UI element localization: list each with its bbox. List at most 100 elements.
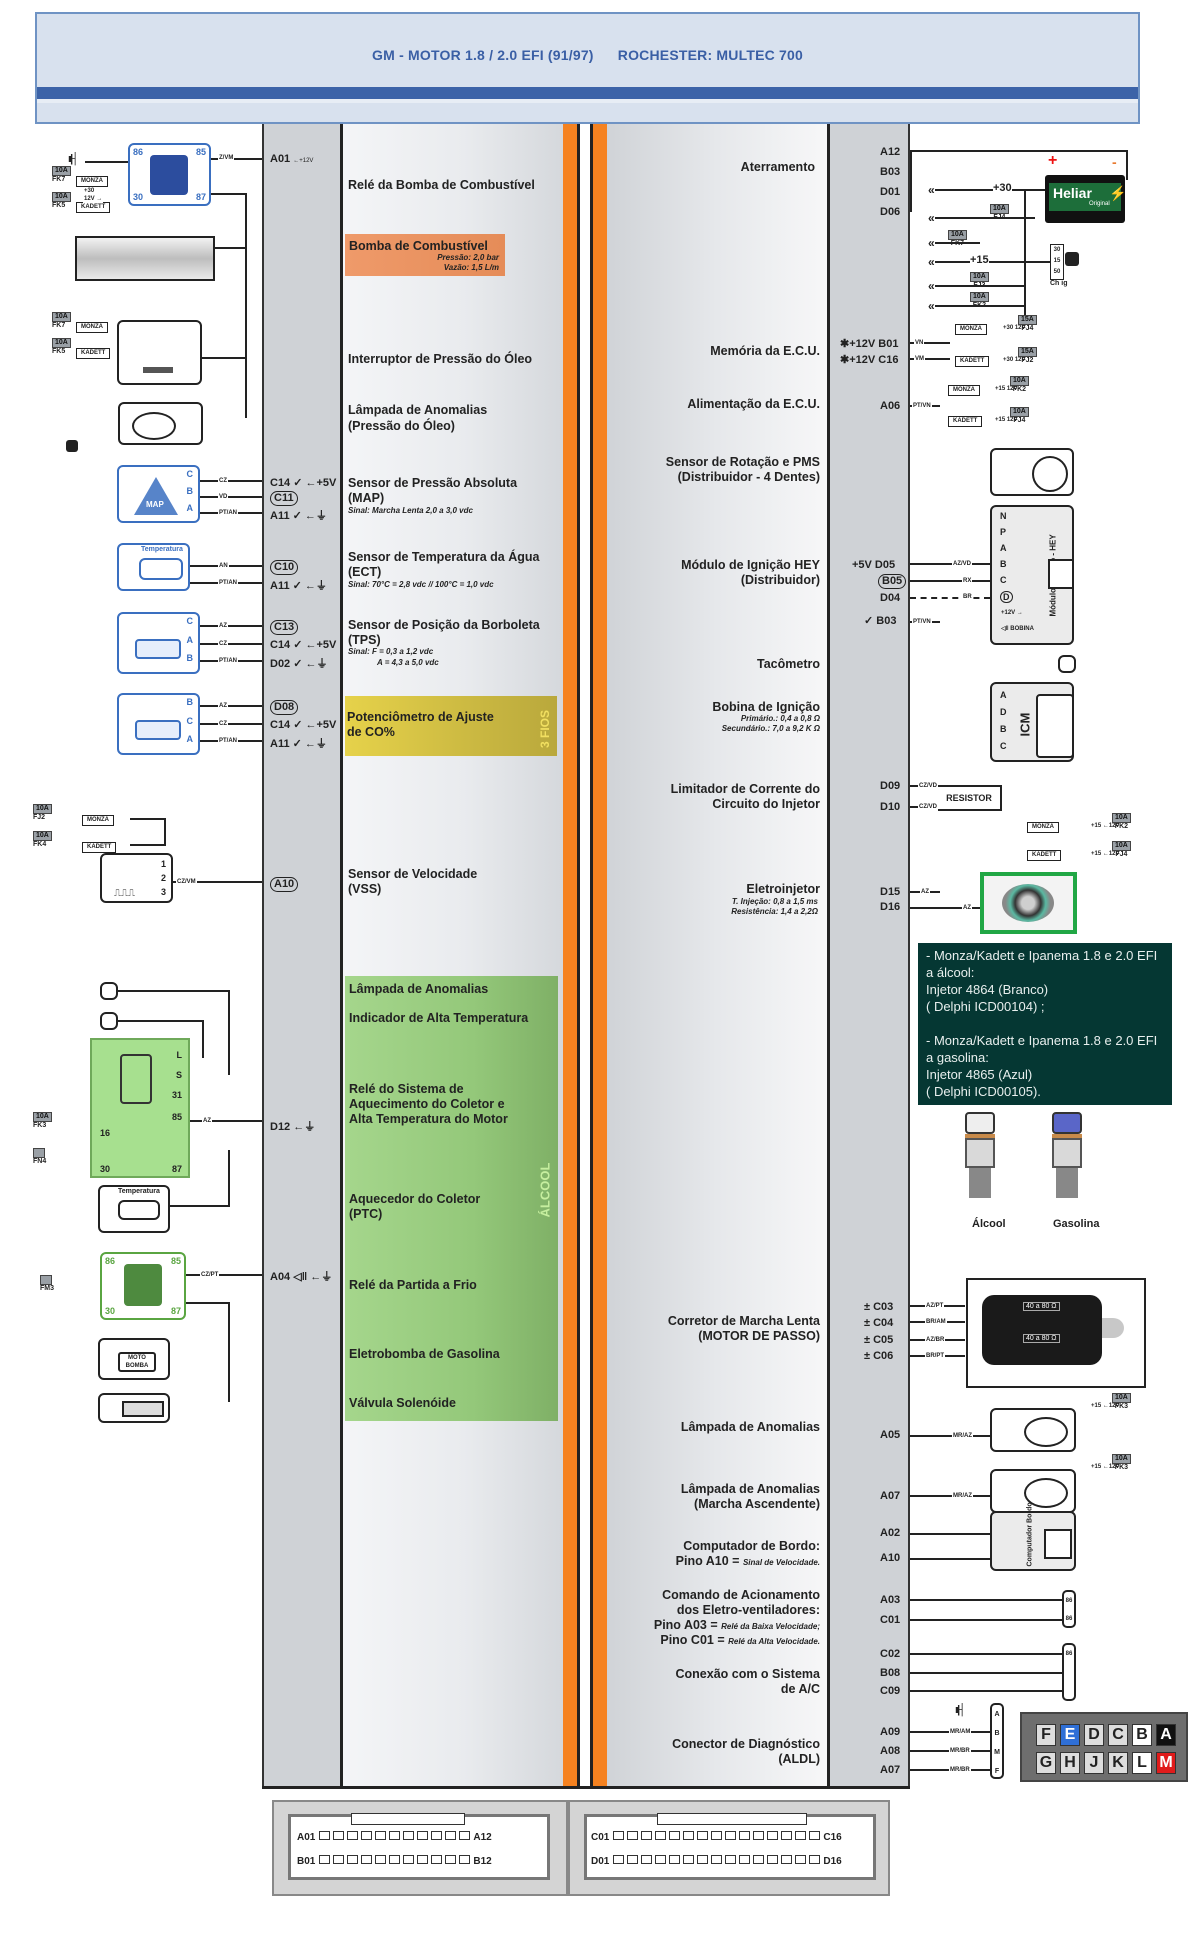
pin-a08: A08 xyxy=(880,1745,901,1757)
wire-label-azvd: AZ/VD xyxy=(952,560,972,568)
connector-pin-cavity xyxy=(752,1855,764,1864)
wire-relay-a01 xyxy=(211,158,262,160)
wire-label-az-alcool: AZ xyxy=(202,1117,212,1125)
tag-monza-memory: MONZA xyxy=(955,324,987,335)
injector-icon xyxy=(1002,884,1054,922)
connector-pin-cavity xyxy=(388,1855,400,1864)
supply-lamp-2: +15 ←12V xyxy=(1090,1463,1121,1471)
desc-ecu-power: Alimentação da E.C.U. xyxy=(687,397,820,411)
rpm-sensor xyxy=(990,448,1074,496)
supply-lamp-1: +15 ←12V xyxy=(1090,1402,1121,1410)
wire-a02 xyxy=(910,1533,990,1535)
ign-pin-30: 30 xyxy=(1053,247,1061,253)
ign-pin-15: 15 xyxy=(1053,258,1061,264)
fuse-fm3: FM3 xyxy=(40,1275,54,1293)
wire-label-mrbr-2: MR/BR xyxy=(949,1766,971,1774)
label-plus15: +15 xyxy=(970,254,989,266)
wire-label-az-inj1: AZ xyxy=(920,888,930,896)
tag-monza-vss: MONZA xyxy=(82,815,114,826)
wire-label-az-co: AZ xyxy=(218,702,228,710)
wire-a05 xyxy=(910,1435,990,1437)
switch-contact-icon xyxy=(143,367,173,373)
wire-battery-neg xyxy=(1126,150,1128,180)
arrow-icon: « xyxy=(928,236,935,250)
wire-co-az xyxy=(200,705,262,707)
wire-label-azbr: AZ/BR xyxy=(925,1336,946,1344)
connector-pin-cavity xyxy=(738,1855,750,1864)
wire-label-zvm: Z/VM xyxy=(218,154,235,162)
connector-pin-cavity xyxy=(612,1831,624,1840)
desc-alcool-temp: Indicador de Alta Temperatura xyxy=(349,1011,529,1025)
three-wires-label: 3 FIOS xyxy=(538,709,552,748)
relay-pin-30: 30 xyxy=(100,1164,111,1174)
wire-c01 xyxy=(910,1619,1062,1621)
arrow-icon: « xyxy=(928,183,935,197)
pin-d10: D10 xyxy=(880,801,901,813)
relay-pin-85: 85 xyxy=(195,147,206,157)
desc-current-limiter-2: Circuito do Injetor xyxy=(712,797,820,811)
supply-30: +30 xyxy=(83,187,96,195)
wire-label-czvd-2: CZ/VD xyxy=(918,803,938,811)
wire-label-rx: RX xyxy=(962,577,973,585)
wire-a10-r xyxy=(910,1558,990,1560)
cold-start-relay: 86 85 30 87 xyxy=(100,1252,186,1320)
connector-pin-cavity xyxy=(724,1855,736,1864)
desc-trip-computer: Computador de Bordo: xyxy=(683,1539,820,1553)
desc-gasoline-pump: Eletrobomba de Gasolina xyxy=(349,1347,500,1361)
potentiometer-icon xyxy=(135,720,181,740)
lamp-icon xyxy=(132,412,176,440)
tps-sensor: C A B xyxy=(117,612,200,674)
wire-label-cz-tps: CZ xyxy=(218,640,228,648)
note-ect: Sinal: 70°C = 2,8 vdc // 100°C = 1,0 vdc xyxy=(348,580,494,589)
wire-lamp-1-v xyxy=(228,990,230,1075)
connector-pin-cavity xyxy=(724,1831,736,1840)
wire-label-azpt: AZ/PT xyxy=(925,1302,945,1310)
hey-pin-c: C xyxy=(1000,575,1007,585)
divider-line-right xyxy=(590,124,593,1789)
label-gasolina: Gasolina xyxy=(1053,1218,1100,1230)
connector-pin-cavity xyxy=(360,1831,372,1840)
transistor-icon xyxy=(1048,559,1074,589)
lamp-icon xyxy=(1024,1417,1068,1447)
desc-oil-lamp: Lâmpada de Anomalias xyxy=(348,403,488,417)
pin-b03-ign: ✓ B03 xyxy=(864,615,897,627)
pin-a05: A05 xyxy=(880,1429,901,1441)
ground-icon: ıı|┤ xyxy=(68,153,79,165)
connector-pin-cavity xyxy=(808,1831,820,1840)
oil-pressure-switch xyxy=(117,320,202,385)
wire-c02 xyxy=(910,1653,1062,1655)
desc-co-pot: Potenciômetro de Ajuste xyxy=(347,710,494,724)
relay-body-icon xyxy=(150,155,188,195)
lightning-icon: ⚡ xyxy=(1109,185,1127,201)
connector-pin-cavity xyxy=(430,1831,442,1840)
wire-a07-lamp xyxy=(910,1495,990,1497)
pin-tps-d02: D02 ✓ ←⏚ xyxy=(270,658,328,670)
note-tps-a: A = 4,3 a 5,0 vdc xyxy=(377,658,439,667)
trip-computer-label: Computador Bordo xyxy=(1026,1502,1034,1567)
pin-a12: A12 xyxy=(880,146,901,158)
arrow-icon: « xyxy=(928,279,935,293)
pin-co-d08: D08 xyxy=(270,700,299,715)
tag-kadett: KADETT xyxy=(76,202,111,213)
supply-power-1: +15 12V xyxy=(994,385,1019,393)
connector-pin-cavity xyxy=(360,1855,372,1864)
connector-pin-cavity xyxy=(332,1855,344,1864)
wire-c09 xyxy=(910,1690,1062,1692)
fuel-pump-highlight xyxy=(345,234,505,276)
desc-map: Sensor de Pressão Absoluta xyxy=(348,476,518,490)
battery-minus: - xyxy=(1112,154,1117,170)
orange-divider-left xyxy=(563,124,577,1789)
pin-c09: C09 xyxy=(880,1685,901,1697)
tag-kadett-power: KADETT xyxy=(948,416,983,427)
aldl-diagnostic-connector[interactable]: F E D C B A G H J K L M xyxy=(1020,1712,1188,1782)
desc-diagnostic-connector-2: (ALDL) xyxy=(778,1752,820,1766)
aldl-pin-k: K xyxy=(1108,1752,1128,1774)
connector-pin-cavity xyxy=(346,1855,358,1864)
wire-tps-cz xyxy=(200,643,262,645)
aldl-pin-f: F xyxy=(1036,1724,1056,1746)
aldl-pin-e: E xyxy=(1060,1724,1080,1746)
